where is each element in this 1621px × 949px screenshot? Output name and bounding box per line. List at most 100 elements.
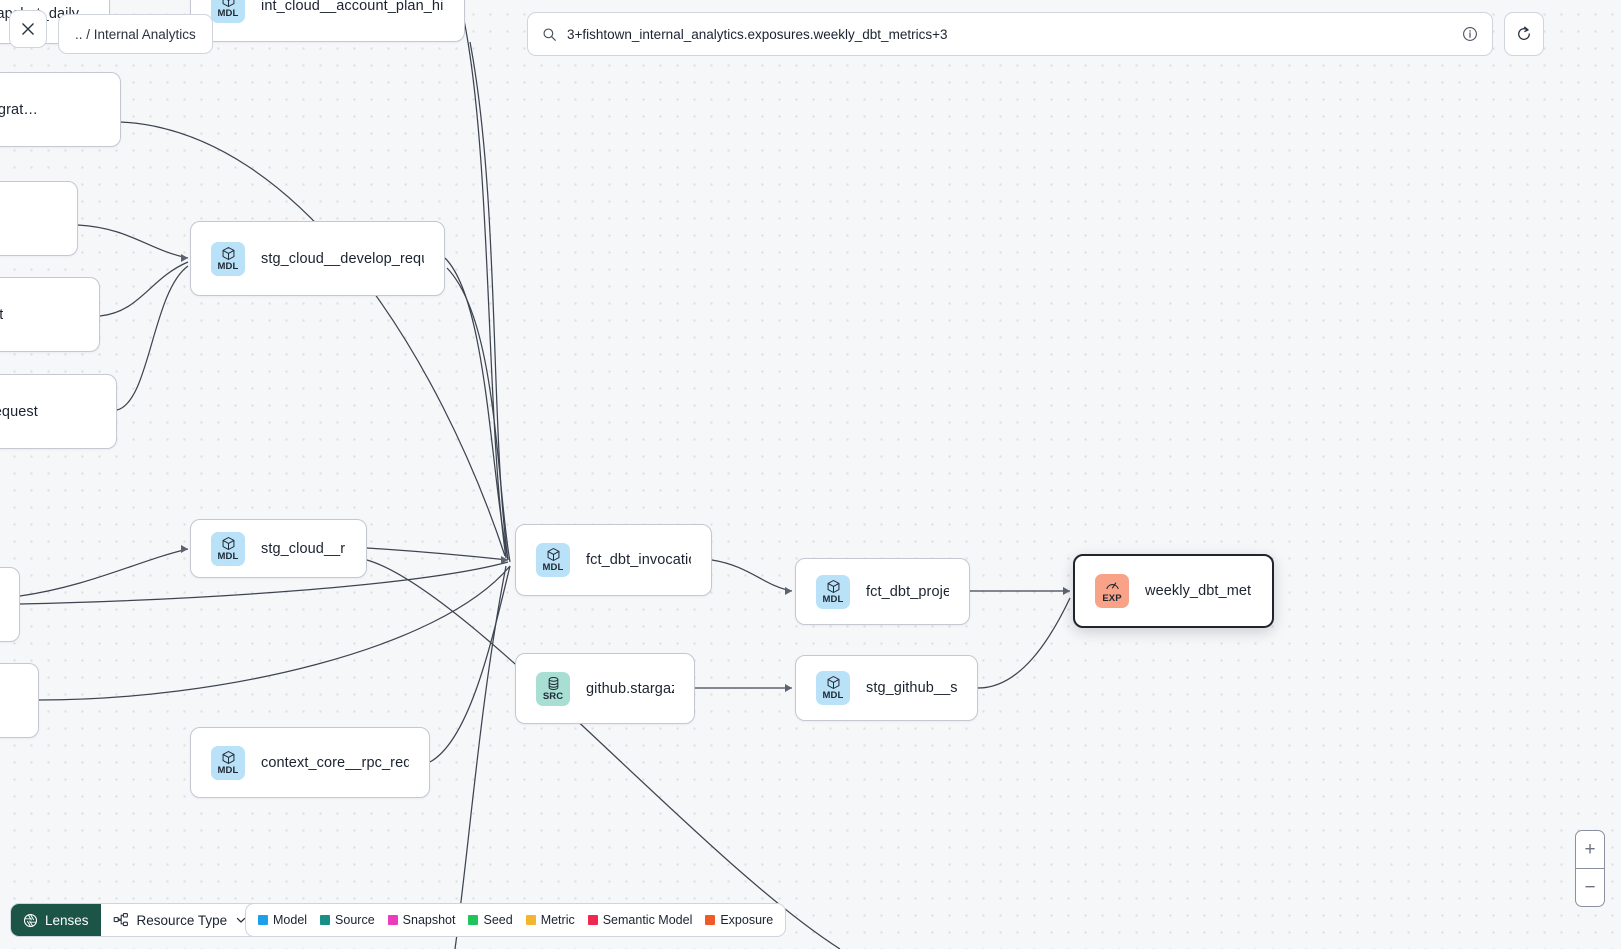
legend-item-model[interactable]: Model [258,913,307,927]
graph-node-stg-github-stars[interactable]: MDL stg_github__stars [795,655,978,721]
legend-label: Model [273,913,308,927]
search-input[interactable]: 3+fishtown_internal_analytics.exposures.… [567,26,948,42]
legend-label: Metric [540,913,575,927]
graph-node-github-stargazers[interactable]: SRC github.stargazers [515,653,695,724]
legend-item-source[interactable]: Source [320,913,375,927]
zoom-in-button[interactable]: + [1584,838,1596,860]
database-icon [548,676,558,690]
legend-item-seed[interactable]: Seed [468,913,513,927]
legend-label: Semantic Model [602,913,693,927]
node-type-badge-text: MDL [822,690,844,701]
breadcrumb[interactable]: .. / Internal Analytics [58,14,213,54]
node-type-badge-mdl: MDL [211,531,245,566]
legend-swatch [387,915,398,925]
graph-node-velop-request[interactable]: velop_request [0,277,100,352]
node-type-badge-mdl: MDL [816,671,850,705]
node-type-badge-mdl: MDL [211,745,245,780]
graph-node-stg-cloud-develop-requests[interactable]: MDL stg_cloud__develop_requests [190,221,445,296]
legend-label: Source [335,913,375,927]
edge-n5-to-n6 [116,265,189,411]
node-type-badge-text: EXP [1102,593,1122,604]
legend-swatch [258,915,268,925]
node-type-badge-mdl: MDL [211,241,245,276]
legend-label: Snapshot [402,913,456,927]
node-type-badge-text: MDL [217,764,239,776]
edge-n7b-to-n9 [19,548,189,597]
zoom-out-button[interactable]: − [1584,876,1596,898]
edge-n3-to-n6 [77,224,189,259]
resource-type-label: Resource Type [136,912,228,928]
lenses-label: Lenses [45,912,89,928]
legend-swatch [587,915,598,925]
legend-item-metric[interactable]: Metric [525,913,575,927]
legend-item-semantic-model[interactable]: Semantic Model [587,913,693,927]
node-type-badge-text: SRC [542,690,564,702]
resource-type-dropdown[interactable]: Resource Type [100,904,260,936]
edge-arrowhead [501,556,508,564]
edge-n4-to-n6 [99,261,189,317]
node-label: stg_cloud__develop_requests [261,250,424,267]
node-label: stg_github__stars [866,680,957,696]
graph-node-int-cloud-account-plan-history[interactable]: MDL int_cloud__account_plan_history [190,0,465,42]
node-label: github.stargazers [586,680,674,697]
graph-node-multicell-migrat-[interactable]: multicell_migrat… [0,72,121,147]
edge-arrowhead [785,587,792,595]
graph-node--run[interactable]: _run [0,663,39,738]
node-label: multicell_migrat… [0,101,38,118]
legend-item-exposure[interactable]: Exposure [705,913,773,927]
graph-node-fct-dbt-invocations[interactable]: MDL fct_dbt_invocations [515,524,712,596]
node-type-badge-exp: EXP [1095,574,1129,608]
zoom-controls: + − [1575,830,1605,907]
cube-icon [827,676,839,689]
breadcrumb-label: .. / Internal Analytics [75,26,196,42]
legend-swatch [705,915,716,925]
node-type-badge-text: MDL [217,8,239,19]
lenses-button[interactable]: Lenses [11,904,101,936]
close-button[interactable] [9,10,47,48]
edge-n1b-to-n11 [469,41,509,561]
edge-n2-to-n11 [119,121,506,557]
legend-label: Seed [483,913,513,927]
cube-icon [222,536,234,550]
edge-arrowhead [785,684,792,692]
bottom-toolbar: Lenses Resource Type [10,903,261,937]
cube-icon [222,750,234,764]
edge-n14-to-n15 [977,597,1071,689]
graph-node-weekly-dbt-metrics[interactable]: EXP weekly_dbt_metrics [1073,554,1274,628]
search-icon [543,27,556,41]
edge-n10-to-n11 [429,565,511,763]
close-icon [22,23,34,35]
node-label: fct_dbt_invocations [586,552,691,568]
search-bar[interactable]: 3+fishtown_internal_analytics.exposures.… [527,12,1493,56]
node-type-badge-mdl: MDL [211,0,245,23]
legend-item-snapshot[interactable]: Snapshot [387,913,456,927]
graph-node--develop-request[interactable]: _develop_request [0,374,117,449]
node-type-badge-text: MDL [217,550,239,562]
edge-n8-to-n11 [38,565,511,701]
edge-n9b-to-n11 [366,559,841,949]
legend-swatch [320,915,331,925]
node-label: int_cloud__account_plan_history [261,0,444,14]
node-type-badge-mdl: MDL [536,543,570,577]
resource-type-legend: Model Source Snapshot Seed Metric Semantic Mo… [245,903,787,937]
info-icon[interactable] [1462,26,1478,42]
node-label: fct_dbt_projects [866,583,949,600]
refresh-button[interactable] [1504,12,1544,56]
zoom-divider [1576,868,1604,869]
edge-n6b-to-n11 [446,267,511,563]
cube-icon [222,246,234,260]
graph-node-op-request[interactable]: op_request [0,181,78,256]
graph-node-fct-dbt-projects[interactable]: MDL fct_dbt_projects [795,558,970,625]
gauge-icon [1105,582,1119,590]
node-type-badge-text: MDL [822,593,844,605]
node-label: velop_request [0,306,4,323]
edge-arrowhead [181,254,188,262]
node-label: weekly_dbt_metrics [1145,583,1252,599]
graph-node-n[interactable]: n [0,567,20,642]
graph-node-context-core-rpc-request[interactable]: MDL context_core__rpc_request [190,727,430,798]
cube-icon [222,0,234,7]
node-type-badge-mdl: MDL [816,574,850,609]
node-label: context_core__rpc_request [261,754,409,771]
